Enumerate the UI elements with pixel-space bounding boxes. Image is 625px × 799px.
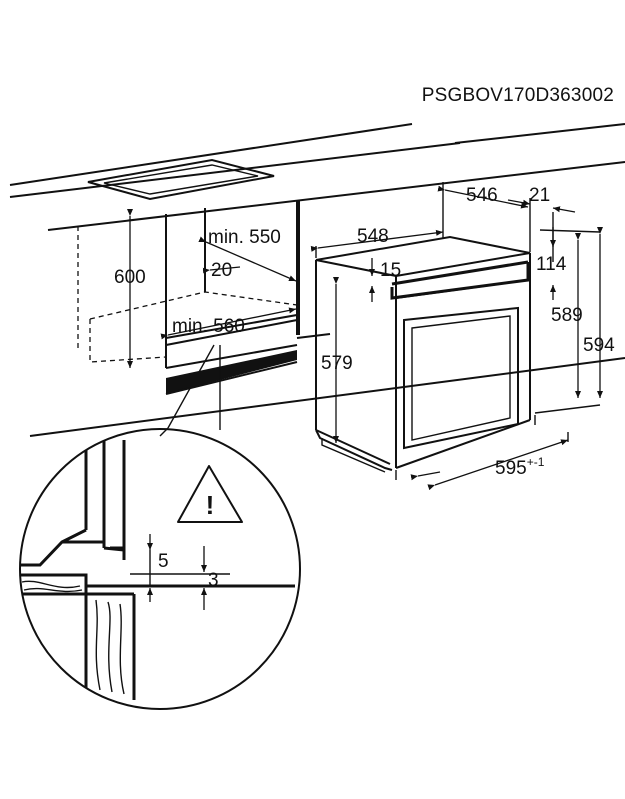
hob: [87, 158, 275, 201]
oven-total-height-label: 594: [583, 335, 615, 356]
oven-body-depth-label: 546: [466, 185, 498, 206]
oven-width-label: 595+-1: [495, 455, 545, 479]
front-top-offset-label: 114: [536, 254, 567, 275]
oven-front-height-label: 589: [551, 305, 583, 326]
niche-height-label: 600: [114, 267, 146, 288]
front-panel-depth-label: 21: [529, 185, 550, 206]
detail-gap-3-label: 3: [208, 570, 219, 591]
niche-dimensions: 600 min. 550 20 min. 560: [114, 209, 297, 368]
vent-gap-label: 20: [211, 260, 232, 281]
document-code: PSGBOV170D363002: [422, 85, 614, 106]
detail-circle: 5 3: [19, 428, 301, 710]
detail-gap-5-label: 5: [158, 551, 169, 572]
oven-side-height-label: 579: [321, 353, 353, 374]
worktop: [9, 123, 625, 231]
oven-top-depth-label: 548: [357, 226, 389, 247]
oven-dimensions: 548 546 21 114 589 594 579 15 595+-1: [310, 182, 615, 491]
top-gap-label: 15: [380, 260, 401, 281]
plinth-line: [296, 333, 331, 339]
floor-line: [29, 357, 625, 437]
niche-width-label: min. 560: [172, 316, 245, 337]
warning-symbol: !: [206, 490, 215, 520]
niche-depth-label: min. 550: [208, 227, 281, 248]
warning-triangle-icon: !: [177, 465, 243, 523]
